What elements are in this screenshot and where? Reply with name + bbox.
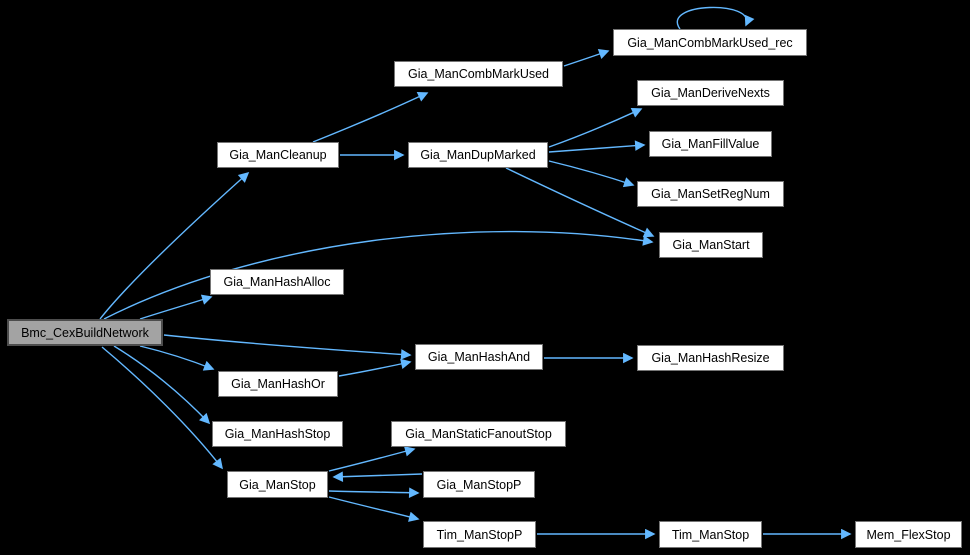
node-memflexstop[interactable]: Mem_FlexStop <box>855 521 962 548</box>
edge-dupmarked-fillvalue <box>548 140 646 153</box>
node-hashresize[interactable]: Gia_ManHashResize <box>637 345 784 371</box>
node-combmarkused_rec[interactable]: Gia_ManCombMarkUsed_rec <box>613 29 807 56</box>
node-hashalloc[interactable]: Gia_ManHashAlloc <box>210 269 344 295</box>
node-bmc: Bmc_CexBuildNetwork <box>7 319 163 346</box>
edge-stopp-stop <box>332 471 423 482</box>
node-combmarkused[interactable]: Gia_ManCombMarkUsed <box>394 61 563 87</box>
edge-stop-timstopp <box>328 496 420 522</box>
edge-bmc-hashstop <box>113 345 211 425</box>
edge-combmarkused-combmarkused_rec <box>563 49 610 67</box>
node-stop[interactable]: Gia_ManStop <box>227 471 328 498</box>
node-start[interactable]: Gia_ManStart <box>659 232 763 258</box>
node-derivenexts[interactable]: Gia_ManDeriveNexts <box>637 80 784 106</box>
edge-bmc-hashor <box>139 345 215 371</box>
node-timstop[interactable]: Tim_ManStop <box>659 521 762 548</box>
edge-combmarkused_rec-combmarkused_rec <box>676 6 755 30</box>
node-hashand[interactable]: Gia_ManHashAnd <box>415 344 543 370</box>
edge-hashor-hashand <box>338 358 412 377</box>
edge-dupmarked-setregnum <box>548 160 635 188</box>
edge-bmc-hashand <box>163 334 412 360</box>
node-cleanup[interactable]: Gia_ManCleanup <box>217 142 339 168</box>
node-dupmarked[interactable]: Gia_ManDupMarked <box>408 142 548 168</box>
node-timstopp[interactable]: Tim_ManStopP <box>423 521 536 548</box>
node-setregnum[interactable]: Gia_ManSetRegNum <box>637 181 784 207</box>
edge-stop-staticfanoutstop <box>328 446 416 472</box>
edge-dupmarked-derivenexts <box>548 107 643 148</box>
edge-bmc-cleanup <box>99 171 250 320</box>
edge-bmc-stop <box>101 346 223 470</box>
edge-bmc-start <box>103 230 654 320</box>
edge-bmc-hashalloc <box>139 294 213 320</box>
node-hashstop[interactable]: Gia_ManHashStop <box>212 421 343 447</box>
node-fillvalue[interactable]: Gia_ManFillValue <box>649 131 772 157</box>
edge-dupmarked-start <box>505 167 655 238</box>
node-hashor[interactable]: Gia_ManHashOr <box>218 371 338 397</box>
node-staticfanoutstop[interactable]: Gia_ManStaticFanoutStop <box>391 421 566 447</box>
edge-cleanup-combmarkused <box>312 92 429 143</box>
edge-stop-stopp <box>328 487 420 498</box>
node-stopp[interactable]: Gia_ManStopP <box>423 471 535 498</box>
